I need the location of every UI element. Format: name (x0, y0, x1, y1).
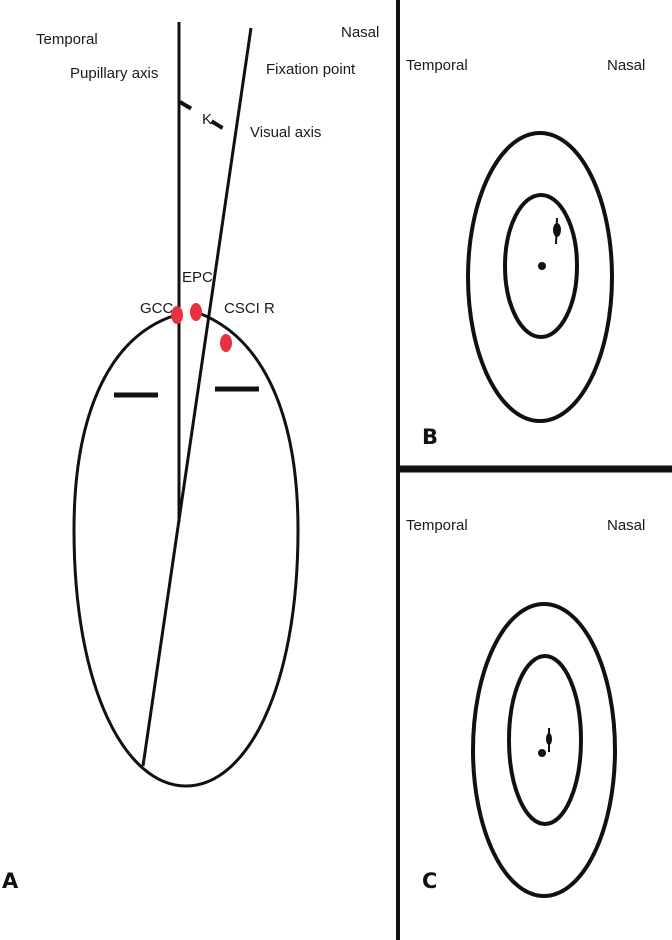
panel-c-temporal-label: Temporal (406, 517, 468, 534)
pupillary-axis-label: Pupillary axis (70, 65, 158, 82)
panel-b: Temporal Nasal B (406, 57, 645, 449)
panel-c-pupil-center-dot (538, 749, 546, 757)
eye-globe-outline (72, 310, 300, 788)
fixation-point-label: Fixation point (266, 61, 356, 78)
panel-c-inner-ring (507, 654, 583, 826)
visual-axis-label: Visual axis (250, 124, 321, 141)
visual-axis-line (141, 27, 253, 767)
panel-a: Temporal Nasal Pupillary axis Fixation p… (2, 22, 379, 893)
panel-b-pupil-center-dot (538, 262, 546, 270)
panel-b-letter: B (422, 425, 438, 449)
panel-a-temporal-label: Temporal (36, 31, 98, 48)
panel-b-nasal-label: Nasal (607, 57, 645, 74)
angle-k-arc (178, 100, 237, 138)
gcc-label: GCC (140, 300, 174, 317)
panel-c: Temporal Nasal C (406, 517, 645, 898)
panel-c-outer-ring (471, 602, 617, 898)
panel-c-nasal-label: Nasal (607, 517, 645, 534)
panel-b-temporal-label: Temporal (406, 57, 468, 74)
panel-b-reflex-stem (555, 217, 558, 245)
epc-marker (190, 303, 202, 321)
cscir-label: CSCI R (224, 300, 275, 317)
panel-a-nasal-label: Nasal (341, 24, 379, 41)
angle-k-label: K (202, 111, 212, 128)
panel-c-letter: C (422, 869, 437, 893)
epc-label: EPC (182, 269, 213, 286)
panel-b-outer-ring (466, 131, 614, 423)
panel-b-inner-ring (503, 193, 579, 339)
panel-a-letter: A (2, 869, 19, 893)
cscir-marker (220, 334, 232, 352)
gcc-marker (171, 306, 183, 324)
